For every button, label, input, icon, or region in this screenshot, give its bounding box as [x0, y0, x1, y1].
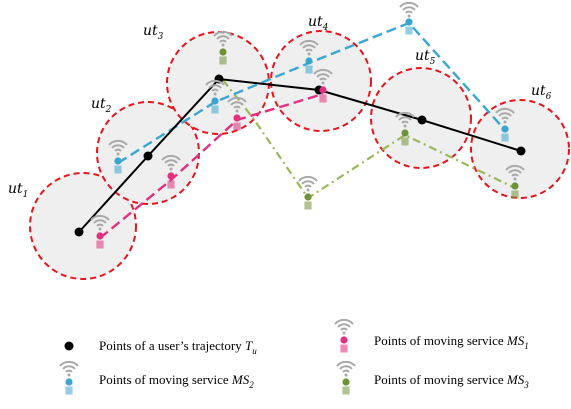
person-icon	[304, 193, 312, 210]
label-ut5: ut5	[415, 48, 436, 67]
legend-ms3-icon	[336, 360, 356, 395]
legend-item-trajectory: Points of a user’s trajectory Tu	[64, 338, 257, 356]
svg-text:Points of moving service MS2: Points of moving service MS2	[99, 372, 254, 390]
person-icon	[405, 18, 413, 35]
label-ut2: ut2	[91, 96, 112, 115]
label-ut6: ut6	[531, 83, 552, 102]
trajectory-points	[74, 74, 526, 237]
ms1-path	[99, 92, 324, 239]
wifi-icon	[399, 1, 419, 19]
trajectory-point	[74, 227, 84, 237]
legend-ms3-label: Points of moving service	[374, 372, 507, 387]
legend: Points of a user’s trajectory Tu Points …	[59, 318, 529, 395]
legend-trajectory-dot	[64, 341, 74, 351]
region-ut4	[270, 30, 372, 132]
legend-ms1-label: Points of moving service	[374, 333, 507, 348]
svg-text:Points of moving service MS1: Points of moving service MS1	[374, 333, 529, 351]
trajectory-path	[78, 77, 522, 233]
trajectory-point	[417, 115, 427, 125]
legend-ms1-icon	[334, 318, 354, 353]
trajectory-point	[516, 146, 526, 156]
regions	[29, 30, 570, 280]
legend-item-ms2: Points of moving service MS2	[59, 360, 254, 395]
wifi-icon	[298, 175, 318, 193]
legend-ms2-label: Points of moving service	[99, 372, 232, 387]
svg-text:Points of a user’s trajectory: Points of a user’s trajectory Tu	[99, 338, 257, 356]
legend-trajectory-label: Points of a user’s trajectory	[99, 338, 245, 353]
legend-item-ms3: Points of moving service MS3	[336, 360, 529, 395]
ms3-node	[298, 175, 318, 210]
region-labels: ut1 ut2 ut3 ut4 ut5 ut6	[8, 14, 552, 200]
label-ut4: ut4	[308, 14, 329, 33]
label-ut1: ut1	[8, 181, 28, 200]
svg-text:Points of moving service MS3: Points of moving service MS3	[374, 372, 529, 390]
legend-item-ms1: Points of moving service MS1	[334, 318, 529, 353]
trajectory-point	[143, 151, 153, 161]
legend-ms2-icon	[59, 360, 79, 395]
label-ut3: ut3	[143, 23, 164, 42]
